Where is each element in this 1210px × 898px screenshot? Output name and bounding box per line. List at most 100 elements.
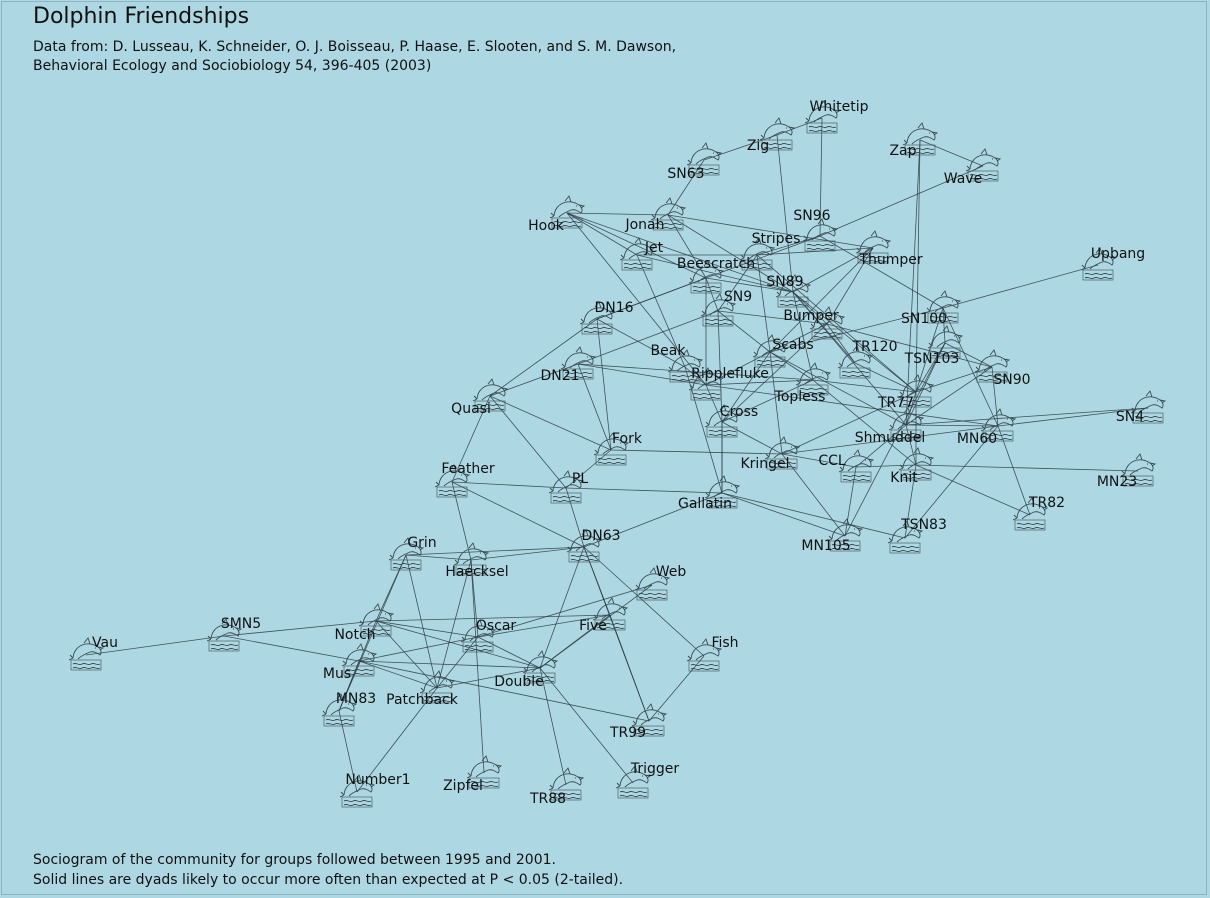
dolphin-icon-stroke [1145,390,1153,398]
page-title: Dolphin Friendships [33,4,250,29]
dolphin-icon-base [690,282,722,294]
node-label: Topless [774,389,826,405]
dolphin-icon-stroke [806,224,836,240]
edge-TSN103-TR77 [915,342,946,393]
dolphin-icon-stroke [537,650,545,658]
dolphin-icon-base [468,777,500,789]
edge-Zig-SN63 [703,134,778,161]
node-label: Ripplefluke [691,366,769,382]
dolphin-icon [855,230,892,264]
dolphin-icon [686,638,723,672]
dolphin-icon-stroke [768,442,798,458]
dolphin-icon-base [421,692,453,704]
dolphin-icon-stroke [697,381,711,390]
node-label: Jonah [624,217,664,233]
dolphin-icon-stroke [763,123,793,139]
dolphin-icon-stroke [638,592,667,596]
dolphin-icon-stroke [387,612,395,617]
dolphin-icon-stroke [640,717,654,726]
node-Stripes: Stripes [739,231,800,271]
dolphin-icon-stroke [704,322,733,326]
dolphin-icon-stroke [759,134,765,141]
dolphin-icon-stroke [370,652,378,657]
dolphin-icon-stroke [708,500,737,504]
dolphin-icon [898,374,935,408]
dolphin-icon-base [621,259,653,271]
dolphin-icon-stroke [842,518,850,526]
dolphin-icon-stroke [665,197,673,205]
dolphin-icon [704,475,741,509]
dolphin-icon-base [889,542,921,554]
edge-Gallatin-MN105 [721,492,846,537]
edge-DN16-Quasi [489,318,598,397]
node-Hook: Hook [528,195,586,234]
dolphin-icon-stroke [891,545,920,549]
node-Bumper: Bumper [783,306,846,340]
edge-CCL-Knit [855,464,917,468]
dolphin-icon-stroke [841,374,870,378]
node-label: Zap [889,143,916,159]
edge-SN90-MN60 [991,366,999,427]
dolphin-icon-stroke [804,283,812,288]
dolphin-icon-stroke [526,679,555,683]
dolphin-icon-stroke [643,581,657,590]
dolphin-icon-stroke [356,643,364,651]
dolphin-icon-base [900,396,932,408]
dolphin-icon-stroke [631,720,637,727]
dolphin-icon-stroke [748,251,762,260]
dolphin-icon-stroke [870,230,878,238]
edge-Five-TR99 [609,614,650,722]
node-label: Five [579,618,607,634]
credit-line-2: Behavioral Ecology and Sociobiology 54, … [33,58,432,74]
dolphin-icon-stroke [628,251,642,260]
dolphin-icon-stroke [472,395,478,402]
dolphin-icon-base [976,371,1008,383]
edge-Oscar-Five [477,614,611,638]
dolphin-icon-stroke [596,622,625,626]
edge-DN21-Fork [577,363,612,451]
edge-Shmuddel-Knit [905,424,917,466]
dolphin-icon-stroke [902,399,931,403]
dolphin-icon-stroke [583,307,613,323]
dolphin-icon-stroke [739,254,745,261]
dolphin-icon-stroke [768,246,776,251]
dolphin-icon-stroke [692,392,721,396]
dolphin-icon-stroke [984,414,1014,430]
edge-Double-Patchback [436,667,541,689]
dolphin-icon-base [595,454,627,466]
dolphin-icon-stroke [487,378,495,386]
node-label: Gallatin [678,496,732,512]
dolphin-icon-stroke [913,447,921,455]
dolphin-icon-stroke [974,162,988,171]
node-label: Jet [644,240,664,256]
dolphin-icon-stroke [793,445,801,450]
edge-SN4-Shmuddel [905,407,1149,426]
dolphin-icon-stroke [671,378,700,382]
edge-Beescratch-SN9 [705,277,719,312]
dolphin-icon-stroke [989,349,997,357]
dolphin-icon-stroke [692,289,721,293]
dolphin-icon-base [857,252,889,264]
node-label: SN89 [766,274,803,290]
dolphin-icon-stroke [697,274,711,283]
dolphin-icon-stroke [1041,506,1049,511]
dolphin-icon-stroke [831,524,861,540]
node-Haecksel: Haecksel [445,542,509,580]
edge-Shmuddel-CCL [855,424,907,468]
dolphin-icon-stroke [768,461,797,465]
edge-Web-Oscar [477,584,653,638]
dolphin-icon-stroke [581,529,589,537]
dolphin-icon-stroke [701,142,709,150]
dolphin-icon-stroke [575,543,589,552]
dolphin-icon-stroke [969,177,998,181]
dolphin-icon-stroke [569,360,583,369]
node-Knit: Knit [890,447,935,486]
edge-Double-Trigger [539,667,634,784]
edge-SN100-MN60 [942,307,999,427]
dolphin-icon-stroke [671,374,700,378]
dolphin-icon-stroke [438,470,468,486]
dolphin-icon-stroke [692,266,722,282]
node-label: Upbang [1091,246,1145,262]
dolphin-icon [419,670,456,704]
